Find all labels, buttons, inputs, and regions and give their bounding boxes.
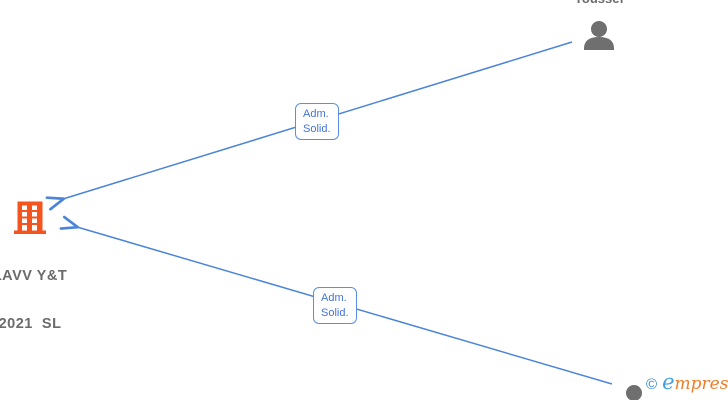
company-name-line2: 2021 SL [0,316,62,332]
empresia-logo: © e mpresia [646,370,728,395]
person-top-node-label[interactable]: Youssef [564,0,634,7]
person-icon[interactable] [619,385,649,400]
person-icon[interactable] [584,21,614,50]
relation-label-line2: Solid. [303,122,331,135]
relation-badge-adm-solid-top[interactable]: Adm. Solid. [295,103,339,140]
relation-label-line1: Adm. [303,108,329,120]
brand-initial: e [662,370,675,394]
copyright-icon: © [646,376,658,393]
relation-badge-adm-solid-bottom[interactable]: Adm. Solid. [313,287,357,324]
relation-label-line1: Adm. [321,292,347,304]
company-node-label[interactable]: LAVV Y&T 2021 SL [0,236,120,364]
building-icon[interactable] [14,201,46,235]
relation-label-line2: Solid. [321,306,349,319]
brand-rest: mpresia [674,374,728,394]
company-name-line1: LAVV Y&T [0,268,68,284]
